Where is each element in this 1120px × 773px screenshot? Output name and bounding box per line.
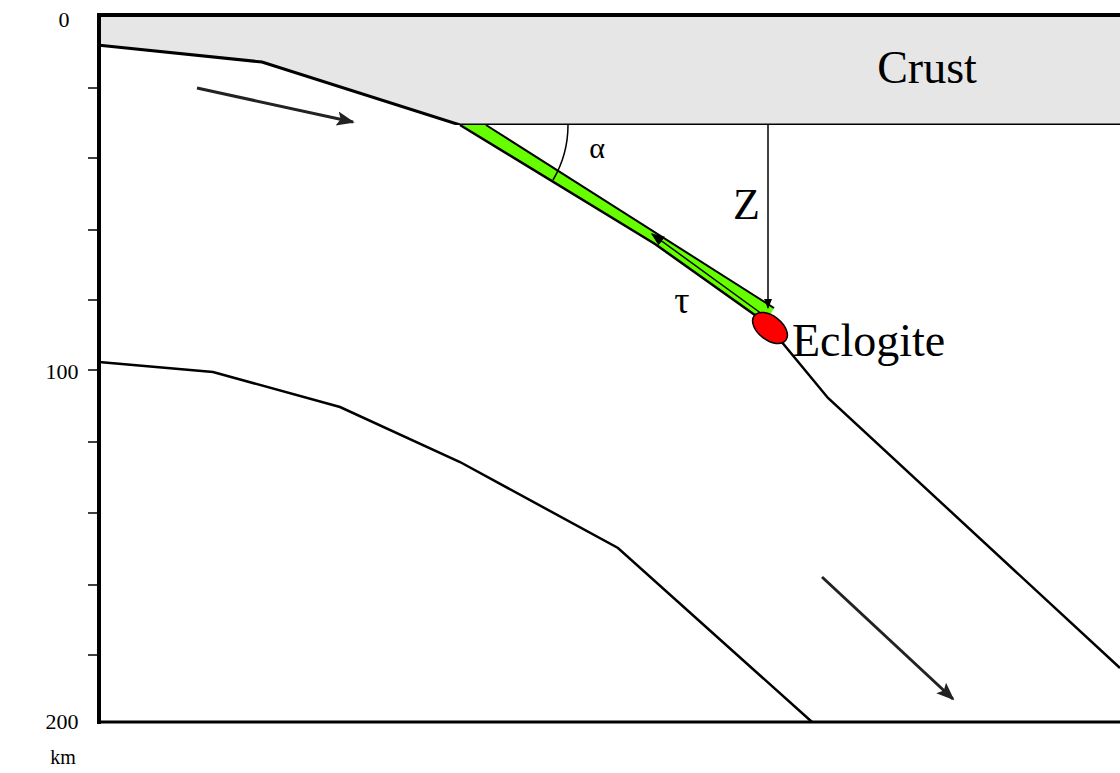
frame-left-top [97, 13, 101, 47]
plate-motion-arrow [822, 577, 953, 699]
crust-top-line [97, 13, 1120, 17]
rock-label: Eclogite [792, 318, 945, 364]
slab-upper-surface [460, 125, 1120, 668]
axis-label: 100 [46, 361, 79, 383]
frame-bottom [97, 721, 1120, 724]
band-top-line [486, 125, 774, 308]
axis-label: 0 [59, 9, 70, 31]
crust-band: Crust [97, 13, 1120, 125]
axis-label: km [50, 747, 76, 767]
symbol-label: τ [674, 281, 689, 319]
frame-left [97, 13, 101, 724]
crust-base-line [97, 45, 1120, 125]
eclogite-ellipse [748, 308, 792, 348]
dip-angle-arc [553, 125, 568, 180]
symbol-label: α [589, 133, 605, 163]
axis-label: 200 [46, 711, 79, 733]
slab-lower-boundary [99, 362, 812, 722]
plate-motion-arrow [197, 88, 353, 122]
eclogite-body: Eclogite [748, 308, 949, 366]
depth-arrow [767, 125, 769, 308]
crust-fill [97, 15, 1120, 125]
region-label: Crust [877, 45, 977, 91]
depth-label: Z [733, 183, 760, 227]
depth-ticks [88, 88, 99, 655]
shear-stress-arrow [652, 234, 762, 314]
eclogite-shape [748, 308, 792, 348]
